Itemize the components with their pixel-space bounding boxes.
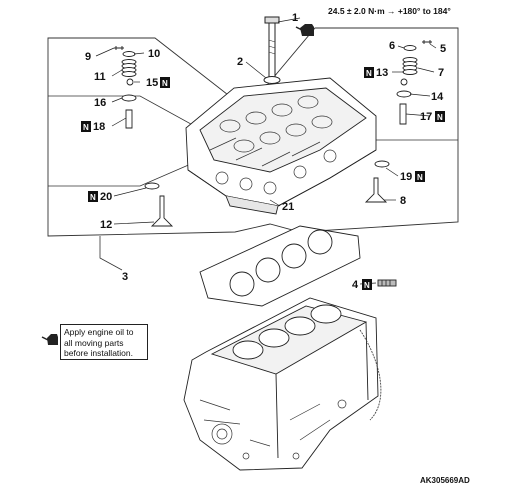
- new-part-mark-13: N: [364, 67, 374, 78]
- leader-lines: [95, 17, 437, 285]
- left-valve-parts: [114, 46, 174, 227]
- lower-left-bracket: [48, 159, 201, 187]
- dowel-pin: [377, 279, 397, 287]
- callout-7: 7: [438, 67, 444, 79]
- cylinder-head-bolt: [264, 16, 280, 83]
- new-part-mark-19: N: [415, 171, 425, 182]
- callout-13: 13: [376, 67, 388, 79]
- bolt-washer: [263, 76, 281, 84]
- new-part-mark-4: N: [362, 279, 372, 290]
- callout-21: 21: [282, 201, 294, 213]
- callout-12: 12: [100, 219, 112, 231]
- svg-text:N: N: [417, 173, 423, 182]
- note-line-3: before installation.: [64, 348, 133, 358]
- callout-19: 19: [400, 171, 412, 183]
- svg-text:N: N: [366, 69, 372, 78]
- lubrication-note-text: Apply engine oil to all moving parts bef…: [64, 327, 144, 359]
- svg-text:N: N: [364, 281, 370, 290]
- callout-9: 9: [85, 51, 91, 63]
- cylinder-head-group-boundary: [47, 27, 459, 237]
- note-oil-can-icon: [41, 334, 58, 345]
- callout-11: 11: [94, 71, 106, 83]
- cylinder-block: [183, 297, 382, 471]
- callout-3: 3: [122, 271, 128, 283]
- new-part-mark-17: N: [435, 111, 445, 122]
- svg-text:N: N: [90, 193, 96, 202]
- callout-2: 2: [237, 56, 243, 68]
- svg-text:N: N: [437, 113, 443, 122]
- head-gasket: [199, 225, 361, 307]
- assembly-3-leader: [99, 236, 123, 271]
- callout-4: 4: [352, 279, 359, 291]
- right-valve-parts: [364, 40, 432, 203]
- torque-spec: 24.5 ± 2.0 N·m → +180° to 184°: [328, 6, 451, 16]
- callout-20: 20: [100, 191, 112, 203]
- callout-14: 14: [431, 91, 444, 103]
- note-line-2: all moving parts: [64, 337, 124, 348]
- note-line-1: Apply engine oil to: [64, 327, 134, 337]
- callout-5: 5: [440, 43, 446, 55]
- svg-text:N: N: [83, 123, 89, 132]
- callout-18: 18: [93, 121, 105, 133]
- callout-10: 10: [148, 48, 160, 60]
- new-part-mark-20: N: [88, 191, 98, 202]
- callout-1: 1: [292, 12, 298, 24]
- new-part-mark-18: N: [81, 121, 91, 132]
- new-part-mark-15: N: [160, 77, 170, 88]
- callout-17: 17: [420, 111, 432, 123]
- callout-15: 15: [146, 77, 158, 89]
- oil-can-icon: [295, 24, 314, 36]
- cylinder-head: [185, 77, 377, 215]
- callout-6: 6: [389, 40, 395, 52]
- drawing-code: AK305669AD: [420, 476, 470, 485]
- lubrication-note: Apply engine oil to all moving parts bef…: [60, 324, 148, 360]
- svg-text:N: N: [162, 79, 168, 88]
- callout-8: 8: [400, 195, 406, 207]
- callout-16: 16: [94, 97, 106, 109]
